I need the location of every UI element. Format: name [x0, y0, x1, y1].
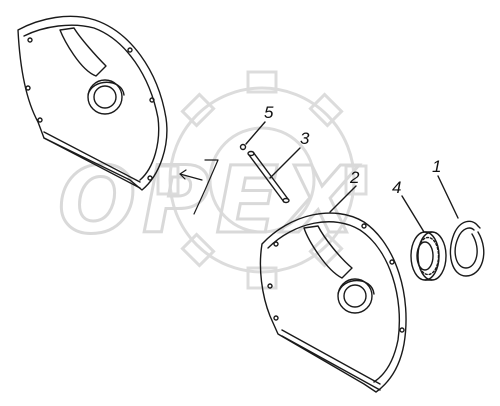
- part-1-retaining-ring: [437, 175, 485, 277]
- callout-label-3: 3: [300, 129, 310, 148]
- assembly-direction-arrow: [179, 159, 219, 215]
- callout-label-4: 4: [392, 178, 401, 197]
- callout-label-5: 5: [264, 103, 274, 122]
- part-2-front-cover: [259, 185, 407, 393]
- part-4-bearing: [401, 195, 447, 281]
- callout-label-1: 1: [432, 157, 441, 176]
- part-3-rod: [247, 147, 301, 204]
- callout-label-2: 2: [349, 168, 360, 187]
- rear-cover-plate: [17, 15, 168, 191]
- part-5-pin: [239, 121, 266, 151]
